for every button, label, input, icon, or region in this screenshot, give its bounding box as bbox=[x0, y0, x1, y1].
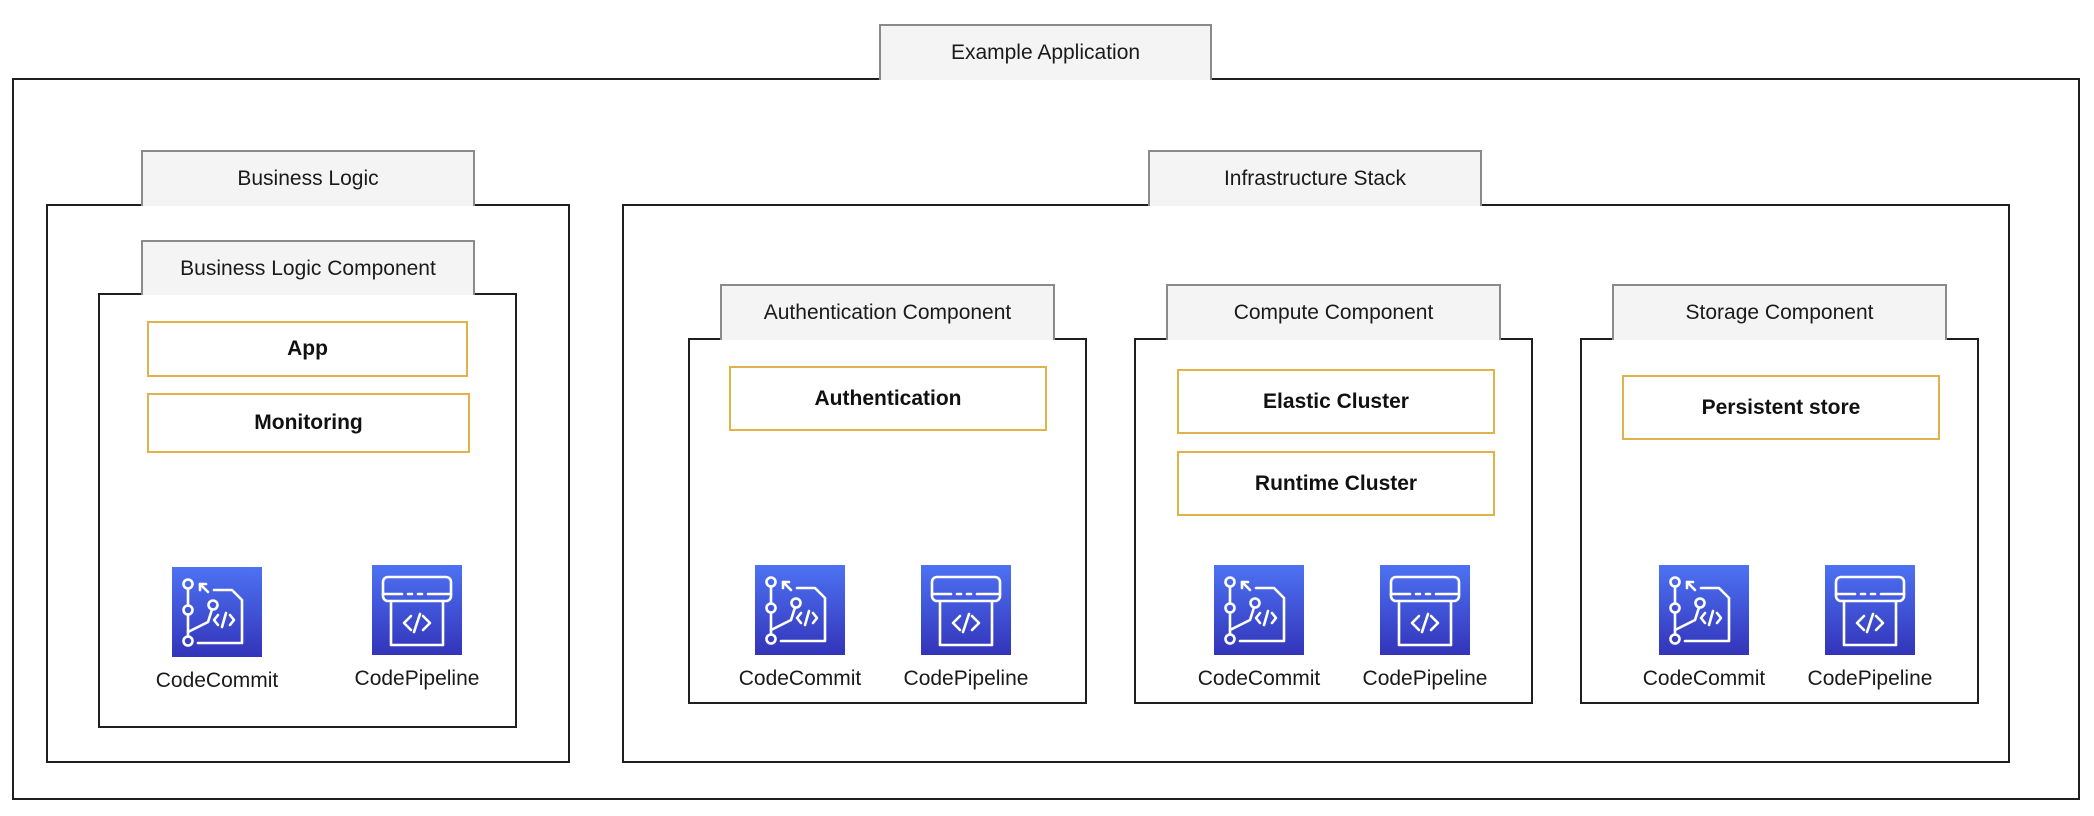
app-title-tab: Example Application bbox=[879, 24, 1212, 80]
codepipeline-icon bbox=[372, 565, 462, 655]
business-logic-tab: Business Logic bbox=[141, 150, 475, 206]
authentication-box: Authentication bbox=[729, 366, 1047, 431]
persistent-store-box: Persistent store bbox=[1622, 375, 1940, 440]
codepipeline-icon bbox=[1380, 565, 1470, 655]
storage-component-tab: Storage Component bbox=[1612, 284, 1947, 340]
codepipeline-icon bbox=[1825, 565, 1915, 655]
persistent-store-box-label: Persistent store bbox=[1701, 395, 1861, 419]
codecommit-icon bbox=[1214, 565, 1304, 655]
infrastructure-stack-title: Infrastructure Stack bbox=[1223, 167, 1407, 190]
authentication-component-tab: Authentication Component bbox=[720, 284, 1055, 340]
service-codecommit: CodeCommit bbox=[715, 565, 885, 691]
service-codecommit: CodeCommit bbox=[1174, 565, 1344, 691]
monitoring-box: Monitoring bbox=[147, 393, 470, 453]
elastic-cluster-box: Elastic Cluster bbox=[1177, 369, 1495, 434]
compute-component-tab: Compute Component bbox=[1166, 284, 1501, 340]
service-label: CodeCommit bbox=[738, 667, 862, 690]
elastic-cluster-box-label: Elastic Cluster bbox=[1263, 389, 1409, 413]
service-codepipeline: CodePipeline bbox=[1785, 565, 1955, 691]
codecommit-icon bbox=[755, 565, 845, 655]
service-codepipeline: CodePipeline bbox=[332, 565, 502, 691]
authentication-component-title: Authentication Component bbox=[763, 301, 1012, 324]
runtime-cluster-box: Runtime Cluster bbox=[1177, 451, 1495, 516]
service-label: CodeCommit bbox=[1197, 667, 1321, 690]
service-label: CodePipeline bbox=[1807, 667, 1933, 690]
app-box: App bbox=[147, 321, 468, 377]
service-codecommit: CodeCommit bbox=[1619, 565, 1789, 691]
monitoring-box-label: Monitoring bbox=[254, 411, 363, 434]
service-label: CodePipeline bbox=[903, 667, 1029, 690]
runtime-cluster-box-label: Runtime Cluster bbox=[1254, 471, 1418, 495]
infrastructure-stack-tab: Infrastructure Stack bbox=[1148, 150, 1482, 206]
codecommit-icon bbox=[172, 567, 262, 657]
service-label: CodePipeline bbox=[1362, 667, 1488, 690]
service-label: CodeCommit bbox=[1642, 667, 1766, 690]
app-title: Example Application bbox=[950, 41, 1141, 64]
authentication-box-label: Authentication bbox=[814, 386, 962, 410]
business-logic-component-title: Business Logic Component bbox=[180, 256, 436, 280]
app-box-label: App bbox=[287, 337, 328, 360]
service-codecommit: CodeCommit bbox=[132, 567, 302, 693]
compute-component-title: Compute Component bbox=[1233, 301, 1434, 324]
codecommit-icon bbox=[1659, 565, 1749, 655]
codepipeline-icon bbox=[921, 565, 1011, 655]
service-codepipeline: CodePipeline bbox=[881, 565, 1051, 691]
service-codepipeline: CodePipeline bbox=[1340, 565, 1510, 691]
service-label: CodePipeline bbox=[354, 667, 480, 690]
business-logic-component-tab: Business Logic Component bbox=[141, 240, 475, 295]
service-label: CodeCommit bbox=[155, 669, 279, 692]
business-logic-title: Business Logic bbox=[237, 167, 379, 190]
storage-component-title: Storage Component bbox=[1685, 301, 1874, 324]
